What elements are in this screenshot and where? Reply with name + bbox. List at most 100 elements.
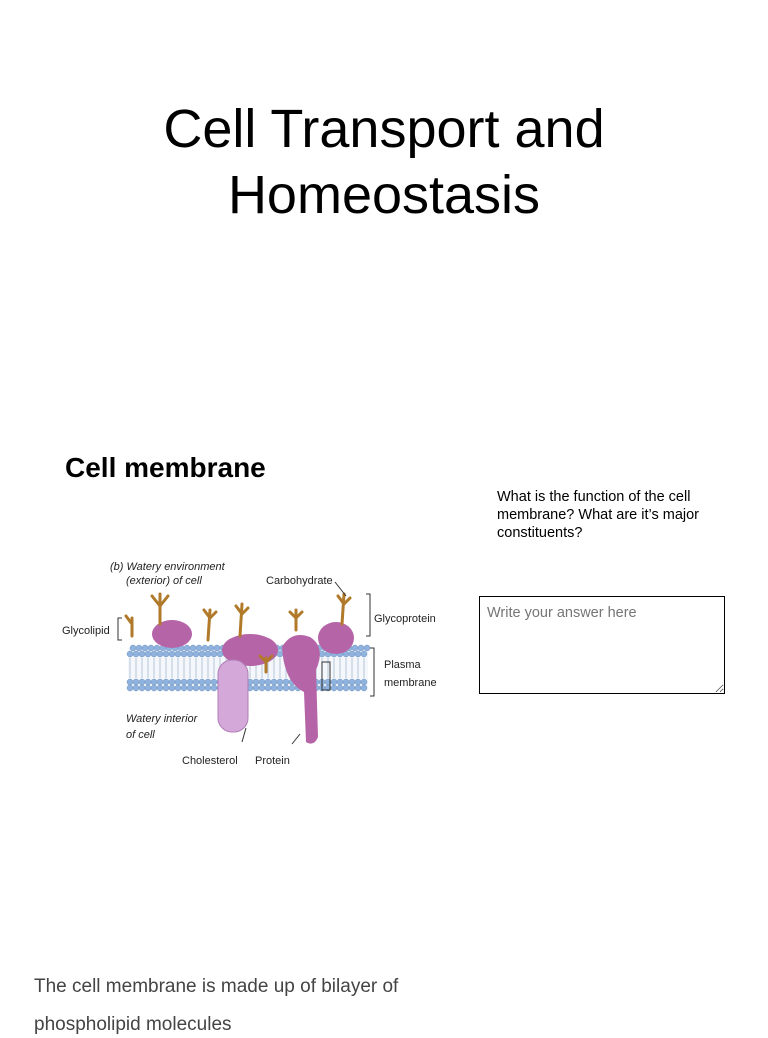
lipid-head — [330, 684, 338, 692]
lipid-head — [360, 684, 368, 692]
lipid-head — [342, 678, 350, 686]
lipid-head — [174, 684, 182, 692]
lipid-head — [363, 644, 371, 652]
lipid-head — [210, 650, 218, 658]
label-plasma-2: membrane — [384, 677, 437, 689]
lipid-head — [168, 650, 176, 658]
lipid-head — [126, 684, 134, 692]
membrane-proteins — [152, 620, 354, 744]
title-line-1: Cell Transport and — [163, 99, 605, 159]
title-line-2: Homeostasis — [227, 165, 541, 225]
lipid-head — [198, 684, 206, 692]
lipid-head — [141, 644, 149, 652]
lipid-head — [192, 650, 200, 658]
lipid-head — [351, 644, 359, 652]
lipid-head — [126, 650, 134, 658]
label-env-1: (b) Watery environment — [110, 561, 226, 573]
body-text: The cell membrane is made up of bilayer … — [34, 974, 398, 1038]
body-line-2: phospholipid molecules — [34, 1014, 232, 1035]
lipid-head — [132, 650, 140, 658]
lipid-head — [132, 684, 140, 692]
lipid-head — [156, 684, 164, 692]
lipid-head — [174, 650, 182, 658]
lipid-head — [348, 678, 356, 686]
answer-textbox[interactable] — [479, 596, 725, 694]
label-cholesterol: Cholesterol — [182, 755, 238, 767]
lipid-head — [210, 678, 218, 686]
lipid-head — [357, 644, 365, 652]
section-heading: Cell membrane — [65, 452, 266, 483]
lipid-head — [342, 684, 350, 692]
lipid-head — [156, 650, 164, 658]
lipid-head — [264, 684, 272, 692]
lipid-head — [150, 684, 158, 692]
lipid-head — [252, 678, 260, 686]
lipid-head — [270, 678, 278, 686]
label-interior-2: of cell — [126, 729, 155, 741]
lipid-head — [216, 650, 224, 658]
lipid-head — [288, 684, 296, 692]
lipid-head — [183, 644, 191, 652]
lipid-head — [354, 684, 362, 692]
carbohydrate-chains — [124, 592, 352, 674]
lipid-head — [360, 650, 368, 658]
lipid-head — [135, 644, 143, 652]
lipid-head — [348, 684, 356, 692]
lipid-head — [276, 678, 284, 686]
question-text: What is the function of the cell membran… — [497, 489, 700, 541]
lipid-head — [252, 684, 260, 692]
lipid-head — [276, 684, 284, 692]
lipid-head — [282, 684, 290, 692]
lipid-head — [354, 650, 362, 658]
lipid-head — [195, 644, 203, 652]
label-glycolipid: Glycolipid — [62, 625, 110, 637]
lipid-head — [336, 678, 344, 686]
lipid-head — [144, 678, 152, 686]
lipid-head — [168, 678, 176, 686]
label-glycoprotein: Glycoprotein — [374, 613, 436, 625]
lipid-head — [318, 650, 326, 658]
lipid-head — [189, 644, 197, 652]
lipid-head — [132, 678, 140, 686]
lipid-head — [276, 650, 284, 658]
lipid-head — [258, 678, 266, 686]
label-protein: Protein — [255, 755, 290, 767]
lipid-head — [198, 678, 206, 686]
label-plasma-1: Plasma — [384, 659, 422, 671]
lipid-head — [192, 684, 200, 692]
lipid-head — [186, 678, 194, 686]
label-interior-1: Watery interior — [126, 713, 199, 725]
lipid-head — [138, 684, 146, 692]
label-env-2: (exterior) of cell — [126, 575, 202, 587]
lipid-head — [147, 644, 155, 652]
body-line-1: The cell membrane is made up of bilayer … — [34, 976, 399, 997]
lipid-head — [186, 684, 194, 692]
lipid-head — [150, 678, 158, 686]
lipid-head — [192, 678, 200, 686]
lipid-head — [354, 678, 362, 686]
lipid-head — [264, 678, 272, 686]
lipid-head — [168, 684, 176, 692]
lipid-head — [270, 684, 278, 692]
lipid-head — [282, 678, 290, 686]
lipid-head — [180, 678, 188, 686]
lipid-head — [201, 644, 209, 652]
lipid-head — [138, 650, 146, 658]
lipid-head — [180, 684, 188, 692]
lipid-head — [207, 644, 215, 652]
lipid-head — [198, 650, 206, 658]
lipid-head — [153, 644, 161, 652]
lipid-head — [210, 684, 218, 692]
page-title: Cell Transport and Homeostasis — [0, 96, 768, 228]
lipid-head — [162, 684, 170, 692]
label-brackets — [117, 581, 375, 745]
lipid-head — [129, 644, 137, 652]
lipid-head — [150, 650, 158, 658]
lipid-head — [204, 678, 212, 686]
lipid-head — [144, 650, 152, 658]
lipid-head — [204, 684, 212, 692]
lipid-head — [138, 678, 146, 686]
lipid-head — [213, 644, 221, 652]
lipid-head — [360, 678, 368, 686]
lipid-head — [336, 684, 344, 692]
